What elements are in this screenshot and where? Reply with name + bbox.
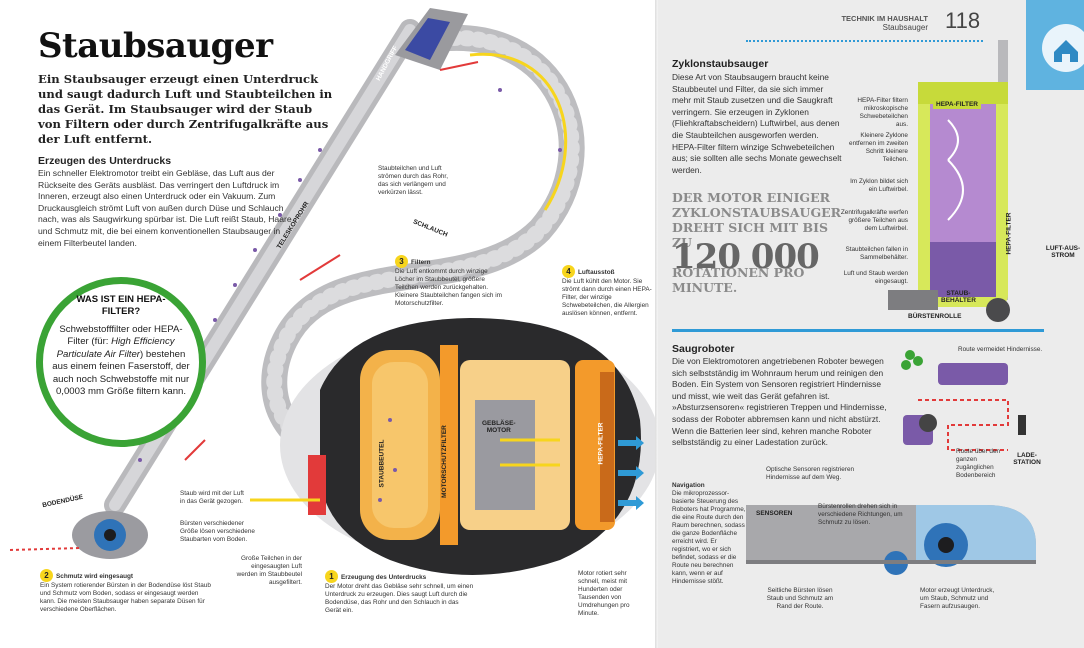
- route-all-note: Route über den ganzen zugänglichen Boden…: [956, 448, 1001, 479]
- hepa-info-text: Schwebstofffilter oder HEPA-Filter (für:…: [52, 324, 190, 398]
- hepa-info-title: WAS IST EIN HEPA-FILTER?: [76, 294, 166, 317]
- label-ladestation: LADE-STATION: [1013, 452, 1041, 466]
- note-duese-staub: Staub wird mit der Luft in das Gerät gez…: [180, 490, 244, 505]
- zyklon-heading: Zyklonstaubsauger: [672, 58, 769, 70]
- robot-heading: Saugroboter: [672, 343, 735, 355]
- vacuum-illustration: [9, 8, 658, 575]
- label-buerstenrolle: BÜRSTENROLLE: [908, 313, 962, 320]
- right-page: TECHNIK IM HAUSHALT Staubsauger 118 Zykl…: [658, 0, 1084, 648]
- quote-motor: DER MOTOR EINIGER ZYKLONSTAUBSAUGER DREH…: [672, 190, 842, 295]
- label-staubbehaelter: STAUB-BEHÄLTER: [941, 290, 976, 304]
- note-rohr: Staubteilchen und Luft strömen durch das…: [378, 165, 448, 196]
- zyklon-note-1: HEPA-Filter filtern mikroskopische Schwe…: [857, 97, 908, 128]
- robot-route-illustration: [898, 345, 1084, 470]
- robot-vacuum-illustration: [746, 505, 1036, 575]
- section-divider: [672, 329, 1044, 332]
- cyclone-vacuum-illustration: [888, 40, 1010, 322]
- robot-note-optisch: Optische Sensoren registrieren Hindernis…: [766, 466, 855, 481]
- robot-note-buerstenrollen: Bürstenrollen drehen sich in verschieden…: [818, 503, 903, 526]
- section-heading: Erzeugen des Unterdrucks: [38, 155, 172, 167]
- note-motor-rotiert: Motor rotiert sehr schnell, meist mit Hu…: [578, 570, 630, 617]
- label-zyklon-hepa-v: HEPA-FILTER: [1005, 212, 1013, 255]
- header-rule: [746, 40, 983, 42]
- label-hepa-filter: HEPA-FILTER: [597, 422, 605, 465]
- zyklon-note-6: Luft und Staub werden eingesaugt.: [843, 270, 908, 285]
- note-buersten: Bürsten verschiedener Größe lösen versch…: [180, 520, 255, 543]
- note-grosse-teilchen: Große Teilchen in der eingesaugten Luft …: [236, 555, 302, 586]
- navigation-block: Navigation Die mikroprozessor-basierte S…: [672, 482, 746, 585]
- zyklon-body: Diese Art von Staubsaugern braucht keine…: [672, 72, 842, 175]
- robot-note-motor: Motor erzeugt Unterdruck, um Staub, Schm…: [920, 587, 995, 610]
- label-luftausstrom: LUFT-AUS-STROM: [1045, 245, 1081, 259]
- label-staubbeutel: STAUBBEUTEL: [378, 439, 386, 488]
- robot-body: Die von Elektromotoren angetriebenen Rob…: [672, 356, 887, 448]
- gear-house-icon: [1026, 0, 1084, 90]
- zyklon-note-5: Staubteilchen fallen in Sammelbehälter.: [845, 246, 908, 261]
- left-page: Staubsauger Ein Staubsauger erzeugt eine…: [9, 8, 658, 617]
- hepa-info-circle: WAS IST EIN HEPA-FILTER? Schwebstofffilt…: [36, 277, 206, 447]
- lead-paragraph: Ein Staubsauger erzeugt einen Unterdruck…: [38, 72, 333, 146]
- page-number: 118: [945, 8, 981, 33]
- zyklon-note-3: Im Zyklon bildet sich ein Luftwirbel.: [850, 178, 908, 193]
- label-motorschutzfilter: MOTORSCHUTZFILTER: [440, 425, 448, 498]
- label-zyklon-hepa: HEPA-FILTER: [933, 100, 982, 109]
- robot-note-seitlich: Seitliche Bürsten lösen Staub und Schmut…: [766, 587, 834, 610]
- label-geblaese-motor: GEBLÄSE-MOTOR: [482, 420, 516, 434]
- running-header: TECHNIK IM HAUSHALT Staubsauger: [841, 14, 928, 32]
- zyklon-note-2: Kleinere Zyklone entfernen im zweiten Sc…: [849, 132, 908, 163]
- page-title: Staubsauger: [38, 26, 273, 66]
- section-body: Ein schneller Elektromotor treibt ein Ge…: [38, 168, 292, 248]
- route-note: Route vermeidet Hindernisse.: [958, 346, 1043, 353]
- zyklon-note-4: Zentrifugalkräfte werfen größere Teilche…: [840, 209, 908, 232]
- label-sensoren: SENSOREN: [756, 510, 793, 517]
